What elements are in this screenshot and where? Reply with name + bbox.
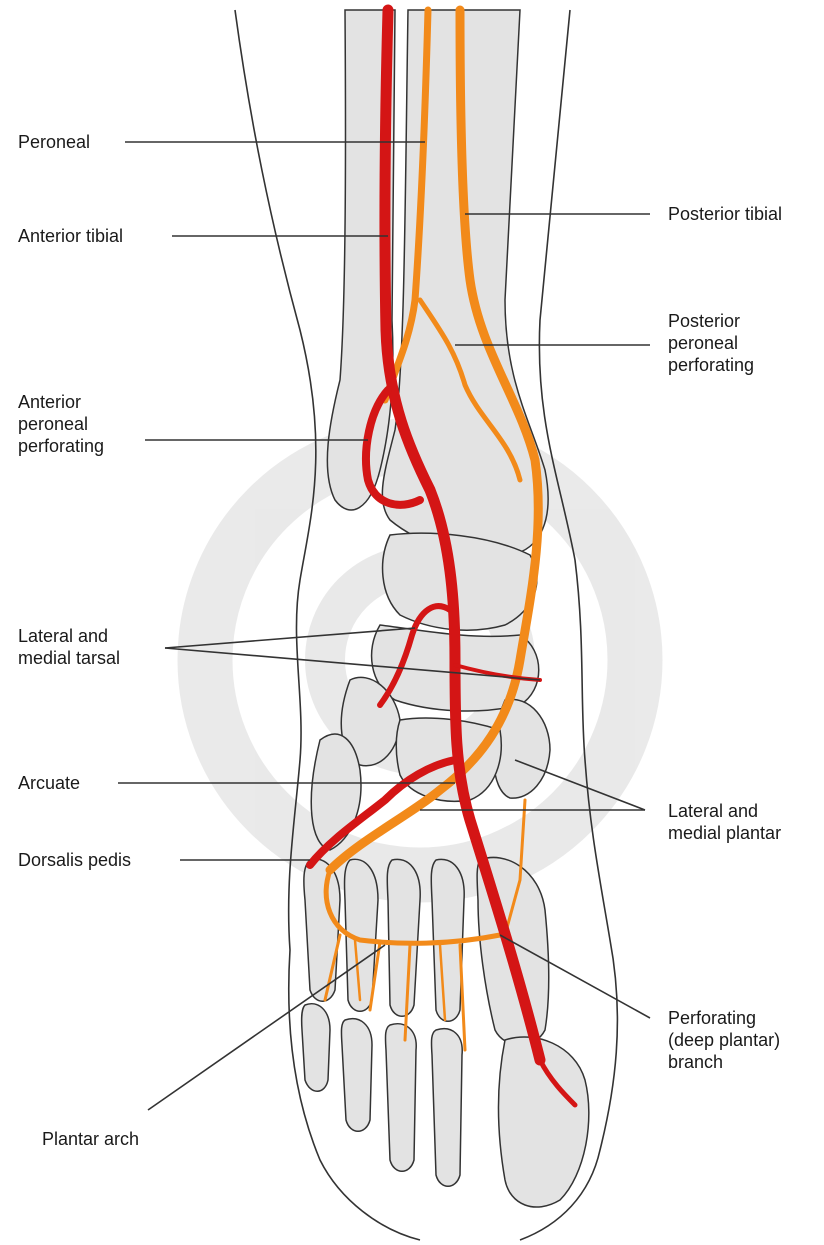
label-line: Lateral and [668, 800, 781, 822]
label-dorsalis-pedis: Dorsalis pedis [18, 849, 131, 871]
label-line: medial tarsal [18, 647, 120, 669]
label-line: Perforating [668, 1007, 780, 1029]
label-lateral-medial-tarsal: Lateral and medial tarsal [18, 625, 120, 669]
label-line: peroneal [668, 332, 754, 354]
label-anterior-tibial: Anterior tibial [18, 225, 123, 247]
label-peroneal: Peroneal [18, 131, 90, 153]
label-line: perforating [668, 354, 754, 376]
label-line: branch [668, 1051, 780, 1073]
label-line: (deep plantar) [668, 1029, 780, 1051]
label-lateral-medial-plantar: Lateral and medial plantar [668, 800, 781, 844]
label-arcuate: Arcuate [18, 772, 80, 794]
label-line: medial plantar [668, 822, 781, 844]
label-line: Anterior [18, 391, 104, 413]
label-posterior-peroneal-perforating: Posterior peroneal perforating [668, 310, 754, 376]
label-perforating-branch: Perforating (deep plantar) branch [668, 1007, 780, 1073]
label-anterior-peroneal-perforating: Anterior peroneal perforating [18, 391, 104, 457]
label-plantar-arch: Plantar arch [42, 1128, 139, 1150]
label-line: Lateral and [18, 625, 120, 647]
label-line: Posterior [668, 310, 754, 332]
label-line: peroneal [18, 413, 104, 435]
label-line: perforating [18, 435, 104, 457]
label-posterior-tibial: Posterior tibial [668, 203, 782, 225]
